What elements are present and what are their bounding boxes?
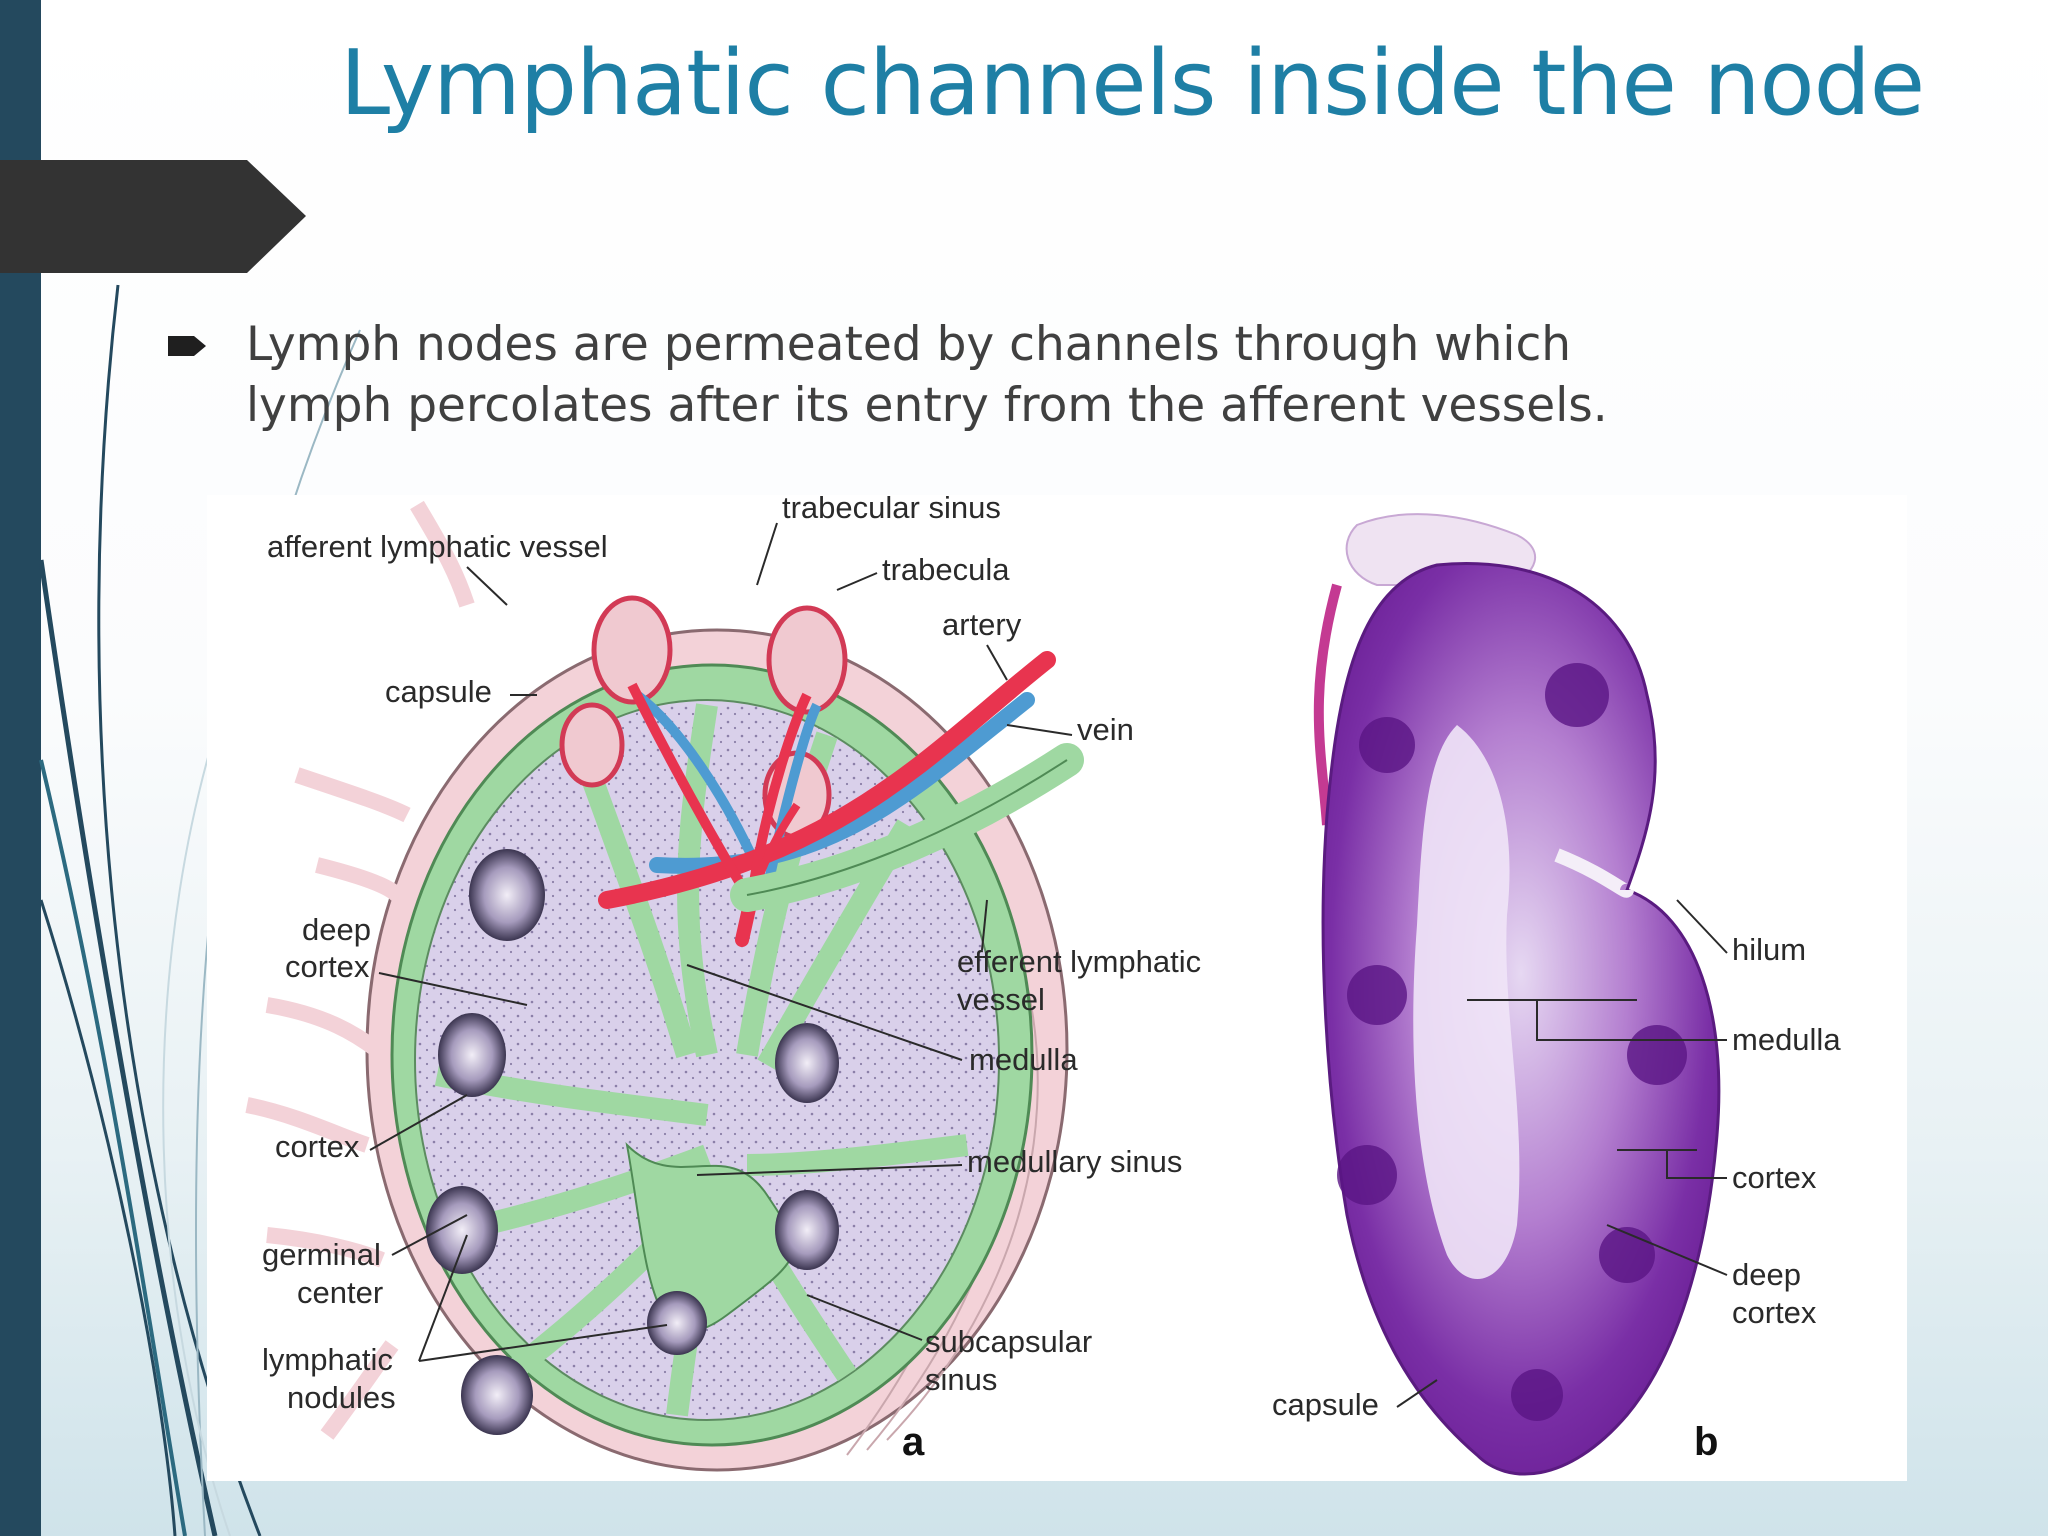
bullet-text: Lymph nodes are permeated by channels th… [246,317,1608,433]
label-cortex-a: cortex [275,1129,360,1164]
label-subcapsular: subcapsular [925,1324,1092,1359]
label-trabecular-sinus: trabecular sinus [782,495,1001,525]
label-medulla-b: medulla [1732,1022,1841,1057]
label-deep-cortex: cortex [285,949,370,984]
label-subcapsular-sinus: sinus [925,1362,997,1397]
label-efferent-lymphatic: efferent lymphatic [957,944,1201,979]
slide-title: Lymphatic channels inside the node [340,31,1925,136]
label-medullary-sinus: medullary sinus [967,1144,1182,1179]
label-capsule-b: capsule [1272,1387,1379,1422]
label-vein: vein [1077,712,1134,747]
label-germinal: germinal [262,1237,381,1272]
label-medulla-a: medulla [969,1042,1078,1077]
panel-a-drawing [245,500,1084,1472]
panel-b-drawing [1313,513,1721,1476]
label-artery: artery [942,607,1022,642]
label-hilum: hilum [1732,932,1806,967]
label-lymphatic-nodules: nodules [287,1380,396,1415]
panel-a-labels: trabecular sinus afferent lymphatic vess… [262,495,1201,1464]
label-deep: deep [302,912,371,947]
label-cortex-b: cortex [1732,1160,1817,1195]
panel-letter-a: a [902,1420,925,1464]
label-afferent-lymphatic-vessel: afferent lymphatic vessel [267,529,608,564]
label-deep-cortex-b: cortex [1732,1295,1817,1330]
label-trabecula: trabecula [882,552,1010,587]
title-arrow-tab [0,160,306,273]
figure-svg: trabecular sinus afferent lymphatic vess… [245,495,1841,1476]
label-lymphatic: lymphatic [262,1342,393,1377]
lymph-node-figure: trabecular sinus afferent lymphatic vess… [207,495,1907,1481]
label-germinal-center: center [297,1275,383,1310]
arrow-bullet-icon [168,336,206,356]
panel-b-labels: hilum medulla cortex deep cortex capsule… [1272,899,1841,1464]
label-deep-b: deep [1732,1257,1801,1292]
panel-letter-b: b [1694,1420,1718,1464]
label-capsule-a: capsule [385,674,492,709]
label-efferent-vessel: vessel [957,982,1045,1017]
